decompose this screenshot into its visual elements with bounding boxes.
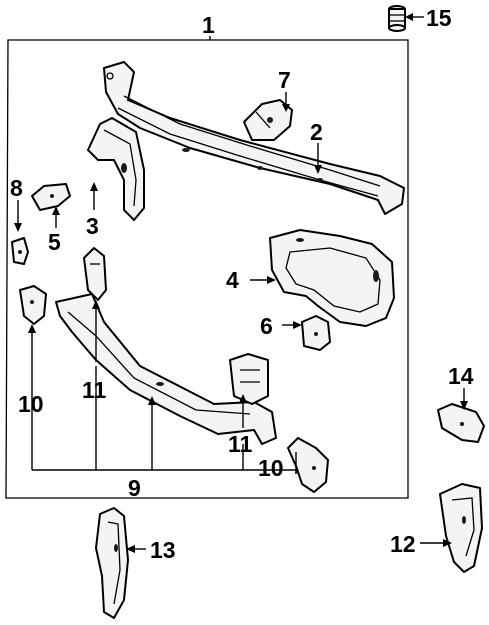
arrowhead-12 (443, 539, 452, 547)
callout-3: 3 (86, 213, 99, 239)
callout-4: 4 (226, 267, 239, 293)
callout-10-left: 10 (18, 391, 44, 417)
callout-15: 15 (426, 5, 452, 31)
callout-6: 6 (260, 313, 273, 339)
callout-12: 12 (390, 531, 416, 557)
arrowhead-13 (126, 545, 135, 553)
part-10-left-bracket[interactable] (19, 285, 47, 325)
callout-9: 9 (128, 475, 141, 501)
part-3-side-support[interactable] (87, 117, 145, 221)
arrowhead-11-left (92, 300, 100, 309)
arrowhead-9 (148, 396, 156, 405)
part-7-bracket[interactable] (243, 99, 293, 141)
callout-1: 1 (202, 12, 215, 38)
part-6-bracket[interactable] (301, 315, 331, 351)
part-4-headlamp-panel[interactable] (269, 229, 395, 327)
assembly-frame (5, 39, 409, 499)
part-8-bracket[interactable] (11, 237, 29, 265)
arrowhead-11-right (239, 394, 247, 403)
arrowhead-8 (14, 223, 22, 232)
part-12-side-panel[interactable] (439, 483, 483, 573)
callout-11-right: 11 (228, 431, 253, 457)
callout-11-left: 11 (82, 377, 107, 403)
part-5-bracket[interactable] (31, 183, 71, 211)
arrowhead-6 (293, 321, 302, 329)
part-10-right-bracket[interactable] (287, 437, 329, 493)
arrowhead-7 (282, 104, 290, 112)
arrowhead-15 (405, 13, 413, 21)
callout-7: 7 (278, 67, 291, 93)
arrowhead-10-left (28, 324, 36, 333)
part-11-right-bracket[interactable] (229, 353, 269, 405)
part-14-bracket[interactable] (437, 403, 485, 443)
arrowhead-14 (460, 401, 468, 410)
arrowhead-4 (267, 276, 276, 284)
callout-10-right: 10 (258, 455, 284, 481)
callout-13: 13 (150, 537, 176, 563)
arrowhead-2 (314, 165, 322, 174)
callout-5: 5 (48, 229, 61, 255)
part-13-side-panel[interactable] (95, 507, 129, 619)
arrowhead-3 (90, 182, 98, 191)
callout-8: 8 (10, 175, 23, 201)
arrowhead-5 (52, 206, 60, 215)
part-11-left-bracket[interactable] (83, 247, 107, 301)
callout-14: 14 (448, 363, 474, 389)
part-9-lower-tie-bar[interactable] (55, 293, 277, 445)
part-15-clip[interactable] (388, 5, 406, 32)
part-2-upper-tie-bar[interactable] (103, 61, 405, 215)
callout-2: 2 (310, 119, 323, 145)
